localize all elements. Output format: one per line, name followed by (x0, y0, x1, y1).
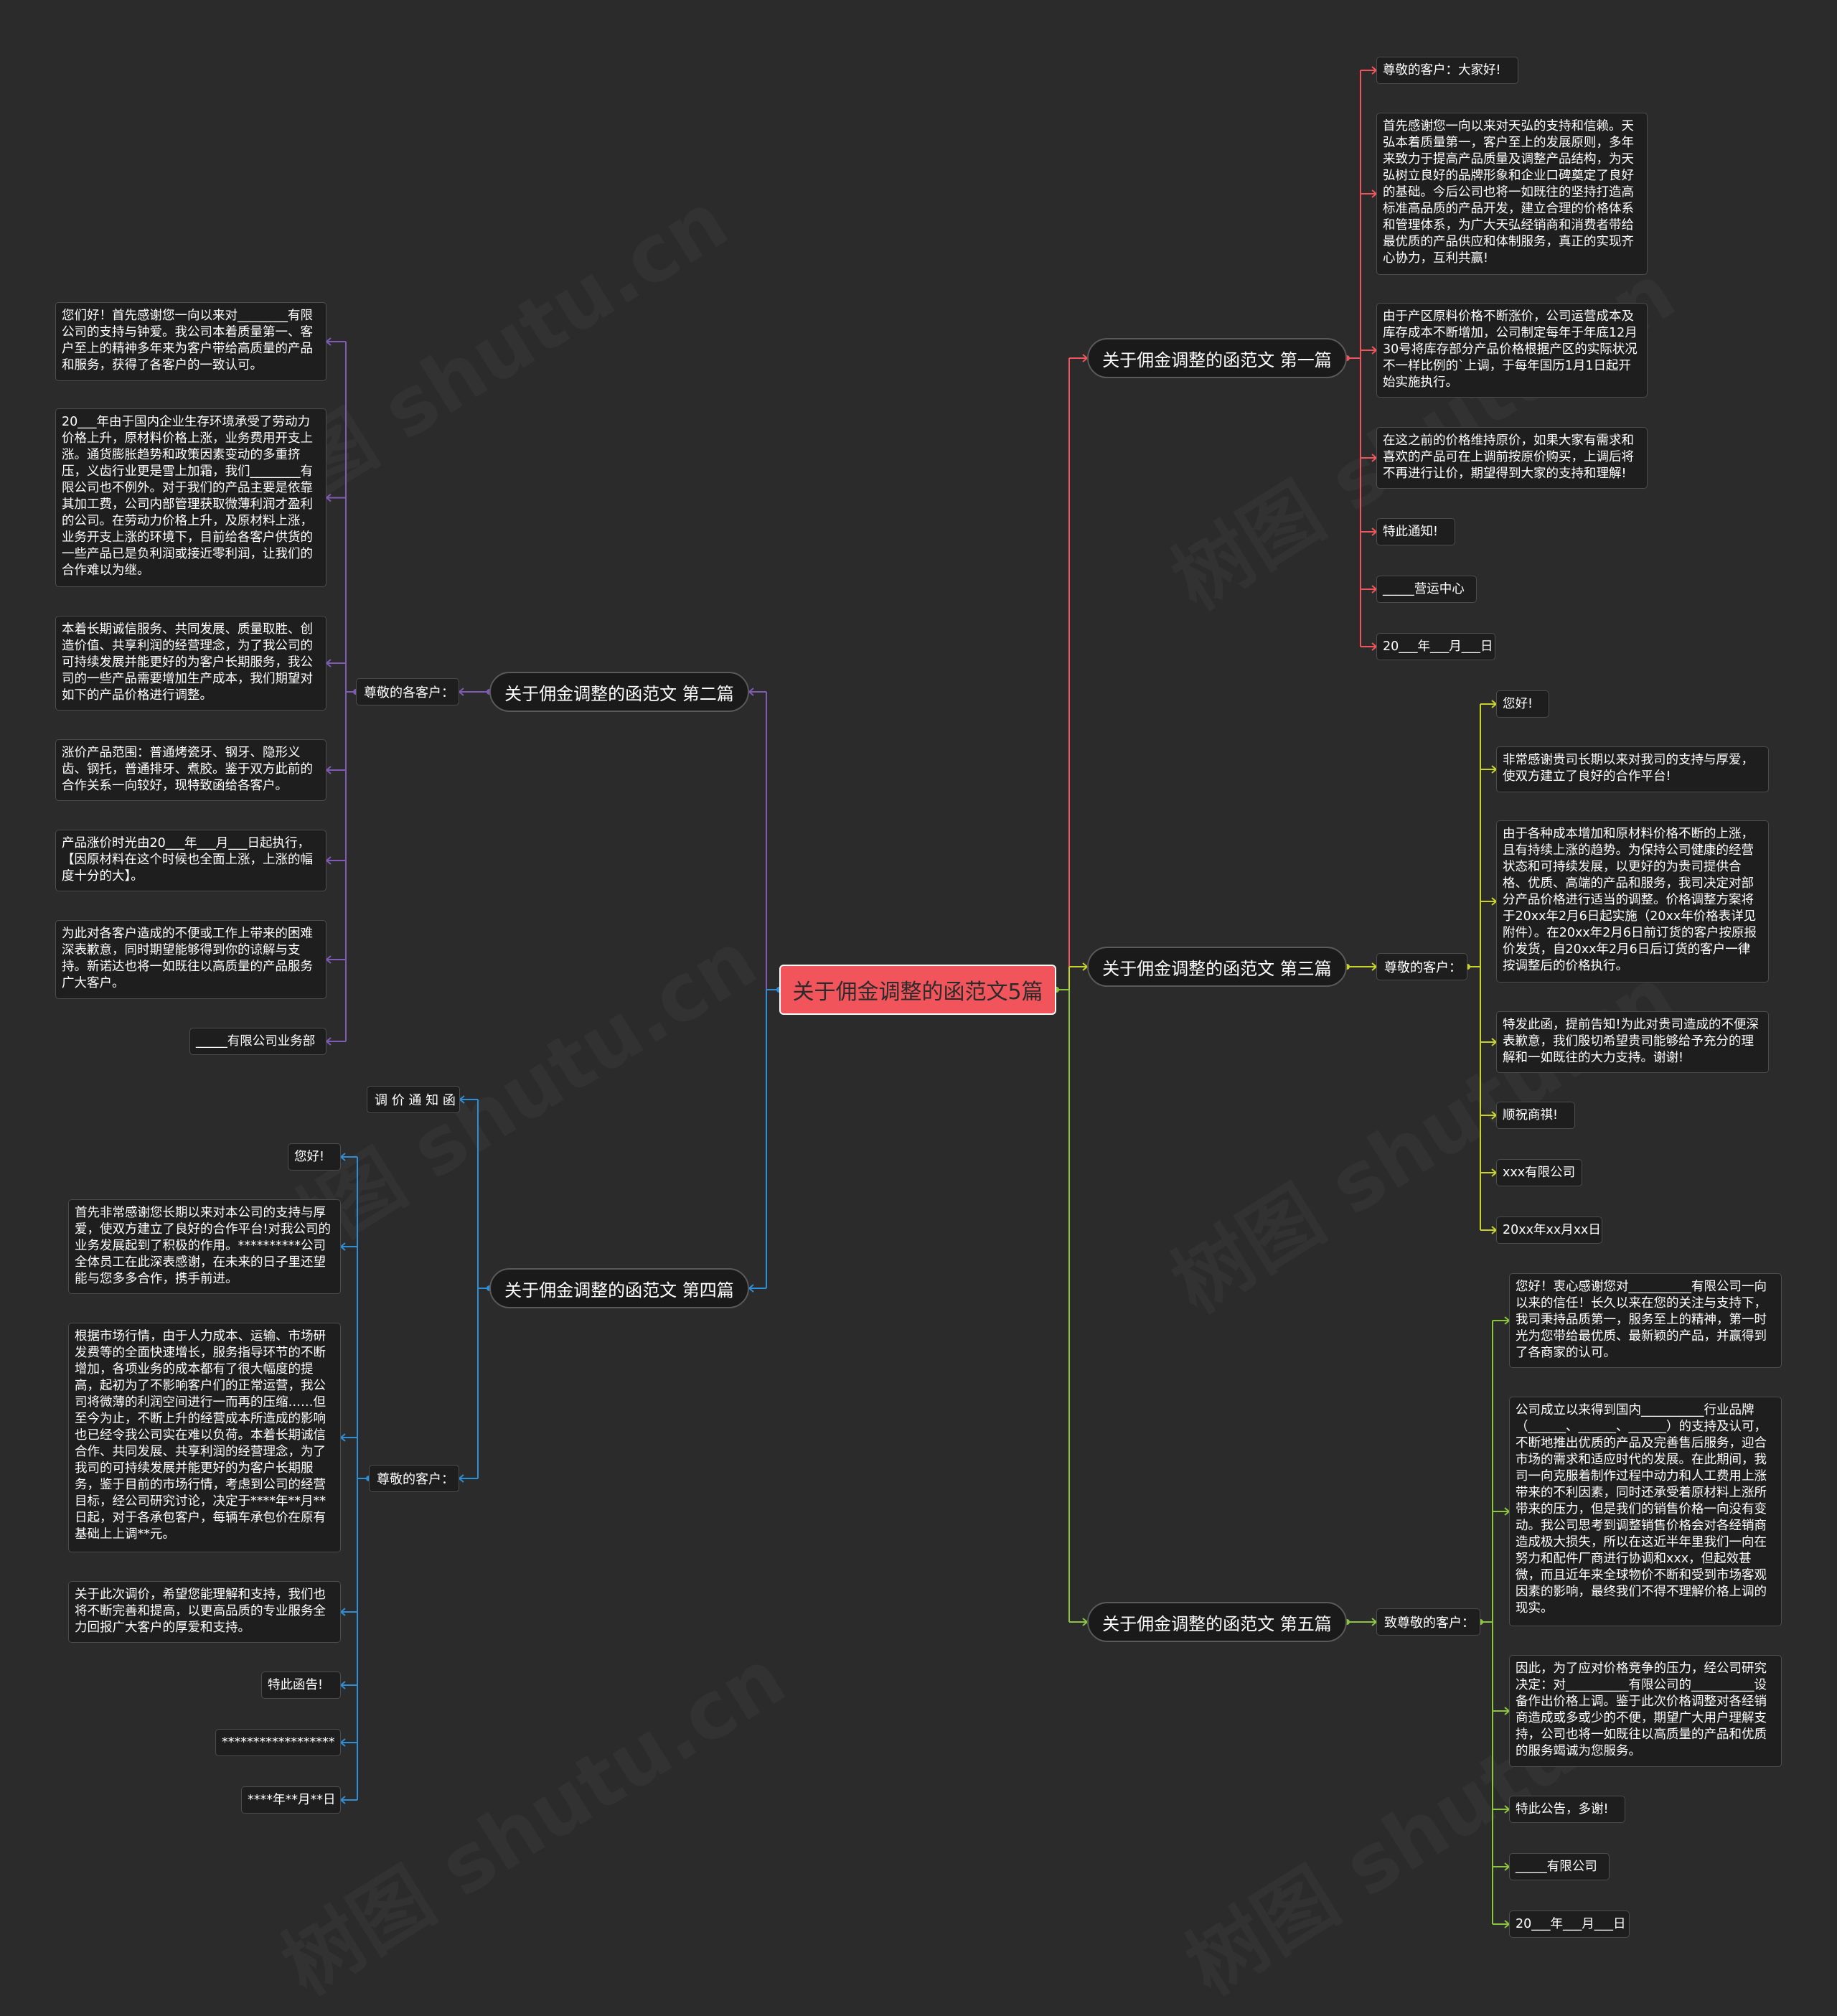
branch-5-leaf-1[interactable]: 您好！衷心感谢您对__________有限公司一向以来的信任！长久以来在您的关注… (1509, 1273, 1782, 1368)
branch-2-leaf-2[interactable]: 20___年由于国内企业生存环境承受了劳动力价格上升，原材料价格上涨，业务费用开… (55, 408, 326, 587)
branch-4-leaf-2[interactable]: 首先非常感谢您长期以来对本公司的支持与厚爱，使双方建立了良好的合作平台!对我公司… (68, 1199, 341, 1294)
branch-4-notice-title[interactable]: 调 价 通 知 函 (367, 1086, 460, 1113)
branch-3-leaf-2[interactable]: 非常感谢贵司长期以来对我司的支持与厚爱，使双方建立了良好的合作平台! (1496, 746, 1769, 792)
branch-5-leaf-2[interactable]: 公司成立以来得到国内__________行业品牌（______、______、_… (1509, 1397, 1782, 1626)
branch-4-leaf-1[interactable]: 您好! (288, 1143, 341, 1171)
branch-3-leaf-7[interactable]: 20xx年xx月xx日 (1496, 1216, 1602, 1244)
branch-1-topic[interactable]: 关于佣金调整的函范文 第一篇 (1087, 338, 1347, 378)
branch-3-leaf-6[interactable]: xxx有限公司 (1496, 1159, 1582, 1186)
branch-4-greeting[interactable]: 尊敬的客户： (369, 1465, 459, 1492)
branch-1-leaf-7[interactable]: 20___年___月___日 (1376, 633, 1495, 660)
branch-2-greeting[interactable]: 尊敬的各客户： (356, 678, 459, 705)
branch-4-leaf-3[interactable]: 根据市场行情，由于人力成本、运输、市场研发费等的全面快速增长，服务指导环节的不断… (68, 1323, 341, 1552)
root-topic[interactable]: 关于佣金调整的函范文5篇 (779, 965, 1056, 1015)
branch-3-leaf-3[interactable]: 由于各种成本增加和原材料价格不断的上涨，且有持续上涨的趋势。为保持公司健康的经营… (1496, 820, 1769, 983)
branch-2-leaf-4[interactable]: 涨价产品范围：普通烤瓷牙、钢牙、隐形义齿、钢托，普通排牙、煮胶。鉴于双方此前的合… (55, 739, 326, 801)
branch-4-leaf-5[interactable]: 特此函告! (261, 1672, 341, 1699)
branch-5-leaf-4[interactable]: 特此公告，多谢! (1509, 1796, 1625, 1823)
branch-1-leaf-6[interactable]: _____营运中心 (1376, 576, 1477, 603)
branch-1-leaf-3[interactable]: 由于产区原料价格不断涨价，公司运营成本及库存成本不断增加，公司制定每年于年底12… (1376, 303, 1648, 398)
branch-5-topic[interactable]: 关于佣金调整的函范文 第五篇 (1087, 1602, 1347, 1642)
branch-5-leaf-3[interactable]: 因此，为了应对价格竞争的压力，经公司研究决定：对__________有限公司的_… (1509, 1655, 1782, 1767)
branch-5-greeting[interactable]: 致尊敬的客户： (1376, 1608, 1480, 1636)
branch-3-leaf-4[interactable]: 特发此函，提前告知!为此对贵司造成的不便深表歉意，我们殷切希望贵司能够给予充分的… (1496, 1011, 1769, 1073)
branch-1-leaf-1[interactable]: 尊敬的客户：大家好! (1376, 57, 1518, 84)
branch-4-topic[interactable]: 关于佣金调整的函范文 第四篇 (489, 1268, 749, 1308)
branch-4-leaf-4[interactable]: 关于此次调价，希望您能理解和支持，我们也将不断完善和提高，以更高品质的专业服务全… (68, 1581, 341, 1643)
branch-2-leaf-6[interactable]: 为此对各客户造成的不便或工作上带来的困难深表歉意，同时期望能够得到你的谅解与支持… (55, 920, 326, 999)
branch-2-leaf-5[interactable]: 产品涨价时光由20___年___月___日起执行，【因原材料在这个时候也全面上涨… (55, 830, 326, 891)
branch-2-leaf-3[interactable]: 本着长期诚信服务、共同发展、质量取胜、创造价值、共享利润的经营理念，为了我公司的… (55, 616, 326, 711)
branch-4-leaf-6[interactable]: ****************** (215, 1729, 341, 1756)
branch-2-topic[interactable]: 关于佣金调整的函范文 第二篇 (489, 672, 749, 712)
branch-3-topic[interactable]: 关于佣金调整的函范文 第三篇 (1087, 947, 1347, 987)
branch-3-leaf-1[interactable]: 您好! (1496, 690, 1549, 718)
branch-1-leaf-5[interactable]: 特此通知! (1376, 518, 1455, 545)
branch-3-leaf-5[interactable]: 顺祝商祺! (1496, 1102, 1575, 1129)
branch-1-leaf-4[interactable]: 在这之前的价格维持原价，如果大家有需求和喜欢的产品可在上调前按原价购买，上调后将… (1376, 427, 1648, 489)
branch-2-leaf-7[interactable]: _____有限公司业务部 (189, 1028, 326, 1055)
branch-4-leaf-7[interactable]: ****年**月**日 (241, 1786, 341, 1814)
branch-5-leaf-6[interactable]: 20___年___月___日 (1509, 1910, 1630, 1938)
branch-2-leaf-1[interactable]: 您们好！首先感谢您一向以来对________有限公司的支持与钟爱。我公司本着质量… (55, 302, 326, 381)
branch-3-greeting[interactable]: 尊敬的客户： (1376, 953, 1467, 980)
branch-5-leaf-5[interactable]: _____有限公司 (1509, 1853, 1610, 1880)
branch-1-leaf-2[interactable]: 首先感谢您一向以来对天弘的支持和信赖。天弘本着质量第一，客户至上的发展原则，多年… (1376, 113, 1648, 275)
